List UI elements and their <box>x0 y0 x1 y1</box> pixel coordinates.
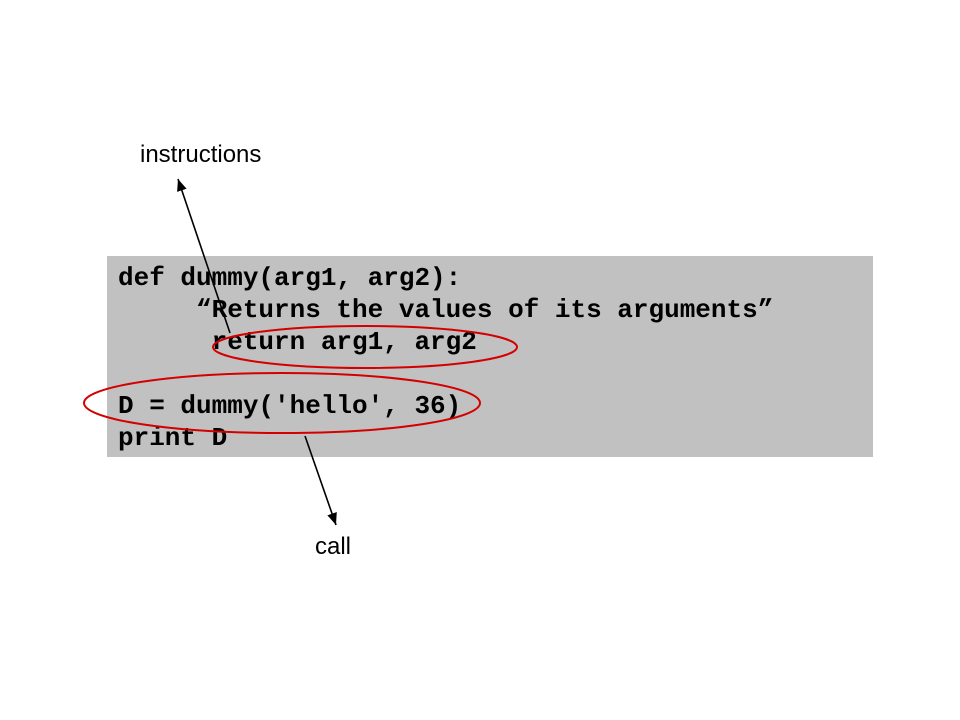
code-block: def dummy(arg1, arg2): “Returns the valu… <box>107 256 873 457</box>
instructions-label: instructions <box>140 141 262 168</box>
call-label: call <box>315 533 352 560</box>
code-text: def dummy(arg1, arg2): “Returns the valu… <box>118 263 774 453</box>
